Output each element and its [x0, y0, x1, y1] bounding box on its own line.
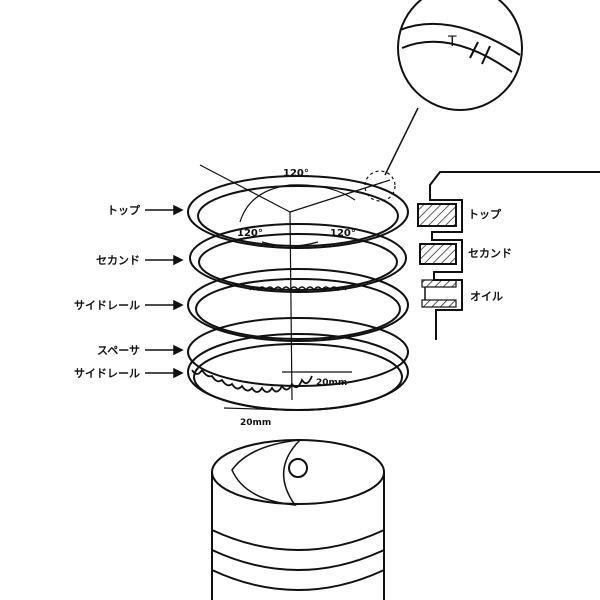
piston: [211, 439, 385, 600]
label-top-ring: トップ: [107, 204, 140, 217]
angle-label-top: 120°: [283, 168, 309, 179]
spacer-wave-upper: [249, 286, 347, 292]
label-spacer: スペーサ: [96, 344, 140, 357]
label-side-rail-upper: サイドレール: [74, 299, 140, 312]
gap-label-rail: 20mm: [240, 418, 272, 428]
section-label-oil: オイル: [470, 290, 503, 303]
top-mark-letter: T: [448, 34, 457, 50]
ring-groove-section: [417, 171, 600, 340]
gap-label-spacer: 20mm: [316, 378, 348, 388]
label-second-ring: セカンド: [96, 254, 140, 267]
section-label-top: トップ: [468, 208, 501, 221]
second-ring: [189, 223, 407, 293]
angle-label-right: 120°: [330, 228, 356, 239]
side-rail-upper: [187, 268, 409, 342]
top-ring: [187, 175, 409, 249]
angle-label-left: 120°: [237, 228, 263, 239]
section-label-second: セカンド: [468, 247, 512, 260]
label-side-rail-lower: サイドレール: [74, 367, 140, 380]
detail-callout: [364, 0, 523, 202]
label-arrows: [145, 204, 184, 379]
spacer-and-lower-rail: [187, 317, 409, 411]
angle-guides: [199, 164, 391, 401]
